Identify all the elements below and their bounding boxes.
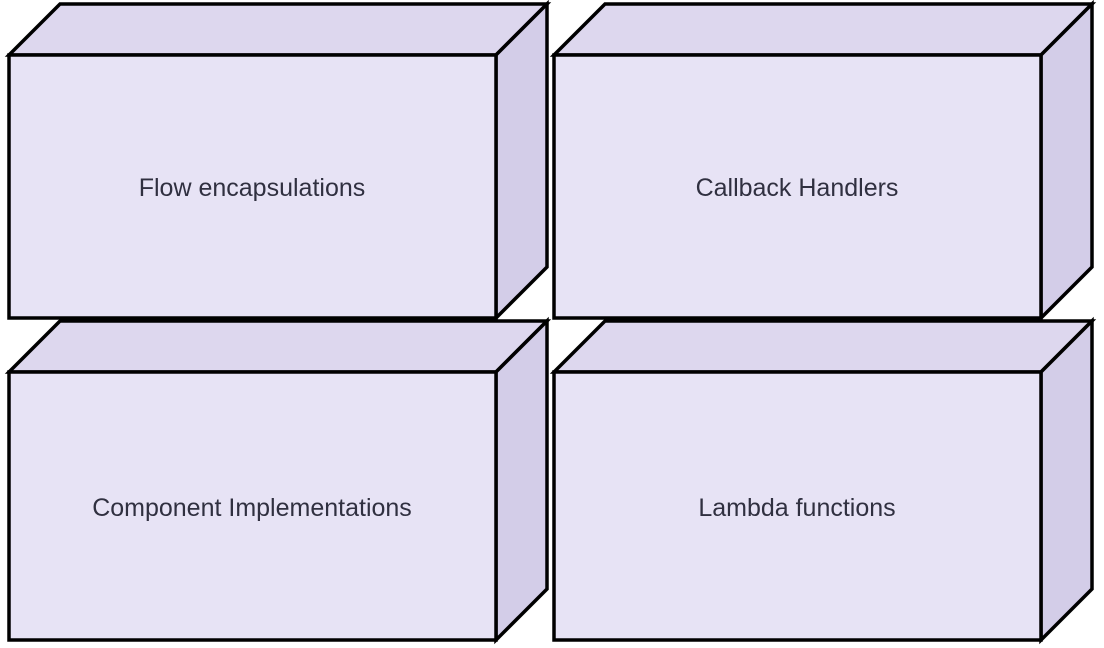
box-top-face [549,319,1097,374]
box-side-face [1039,316,1094,645]
box-top-face [549,2,1097,57]
node-label: Component Implementations [92,494,412,522]
node-lambda-functions: Lambda functions [549,316,1097,645]
box-side-face [494,316,549,645]
node-label: Callback Handlers [696,174,899,202]
node-label: Lambda functions [698,494,895,522]
box-side-face [494,0,549,323]
box-front-face [552,370,1043,642]
box-top-face [4,2,552,57]
node-label: Flow encapsulations [139,174,366,202]
node-component-implementations: Component Implementations [4,316,552,645]
box-side-face [1039,0,1094,323]
box-top-face [4,319,552,374]
node-flow-encapsulations: Flow encapsulations [4,0,552,323]
box-front-face [552,53,1043,320]
box-front-face [7,53,498,320]
box-front-face [7,370,498,642]
node-callback-handlers: Callback Handlers [549,0,1097,323]
